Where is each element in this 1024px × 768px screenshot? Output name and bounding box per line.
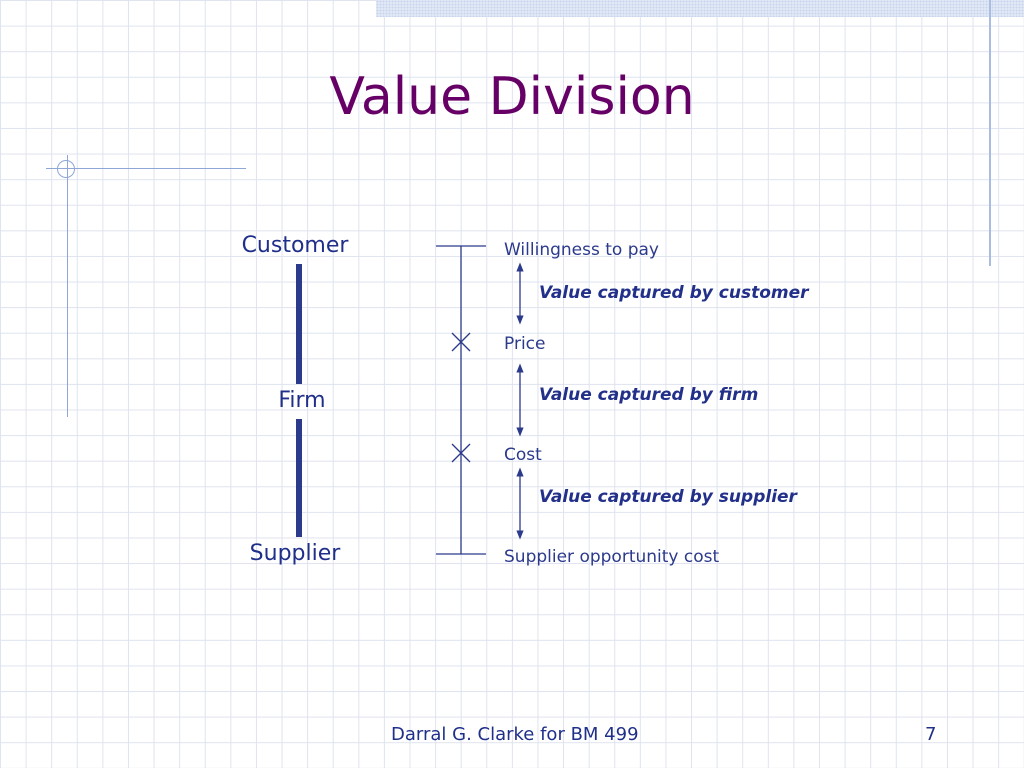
footer-author: Darral G. Clarke for BM 499 (391, 724, 639, 745)
decorative-vertical-line-right (989, 0, 991, 266)
corner-pattern-band (376, 0, 1024, 17)
decorative-horizontal-line (46, 168, 246, 169)
label-price: Price (504, 334, 546, 354)
bar-customer-firm (296, 264, 302, 384)
label-cost: Cost (504, 445, 542, 465)
decorative-circle (57, 160, 75, 178)
bar-firm-supplier (296, 419, 302, 537)
label-willingness-to-pay: Willingness to pay (504, 240, 659, 260)
label-value-captured-customer: Value captured by customer (539, 283, 809, 303)
cost-cross-mark (451, 443, 471, 463)
label-value-captured-firm: Value captured by firm (539, 385, 759, 405)
page-number: 7 (925, 724, 937, 745)
price-cross-mark (451, 332, 471, 352)
party-customer: Customer (241, 233, 349, 258)
label-value-captured-supplier: Value captured by supplier (539, 487, 797, 507)
label-supplier-opportunity-cost: Supplier opportunity cost (504, 547, 720, 567)
slide-title: Value Division (329, 67, 695, 127)
party-firm: Firm (278, 388, 326, 413)
party-supplier: Supplier (249, 541, 341, 566)
decorative-vertical-line-left (67, 155, 68, 417)
